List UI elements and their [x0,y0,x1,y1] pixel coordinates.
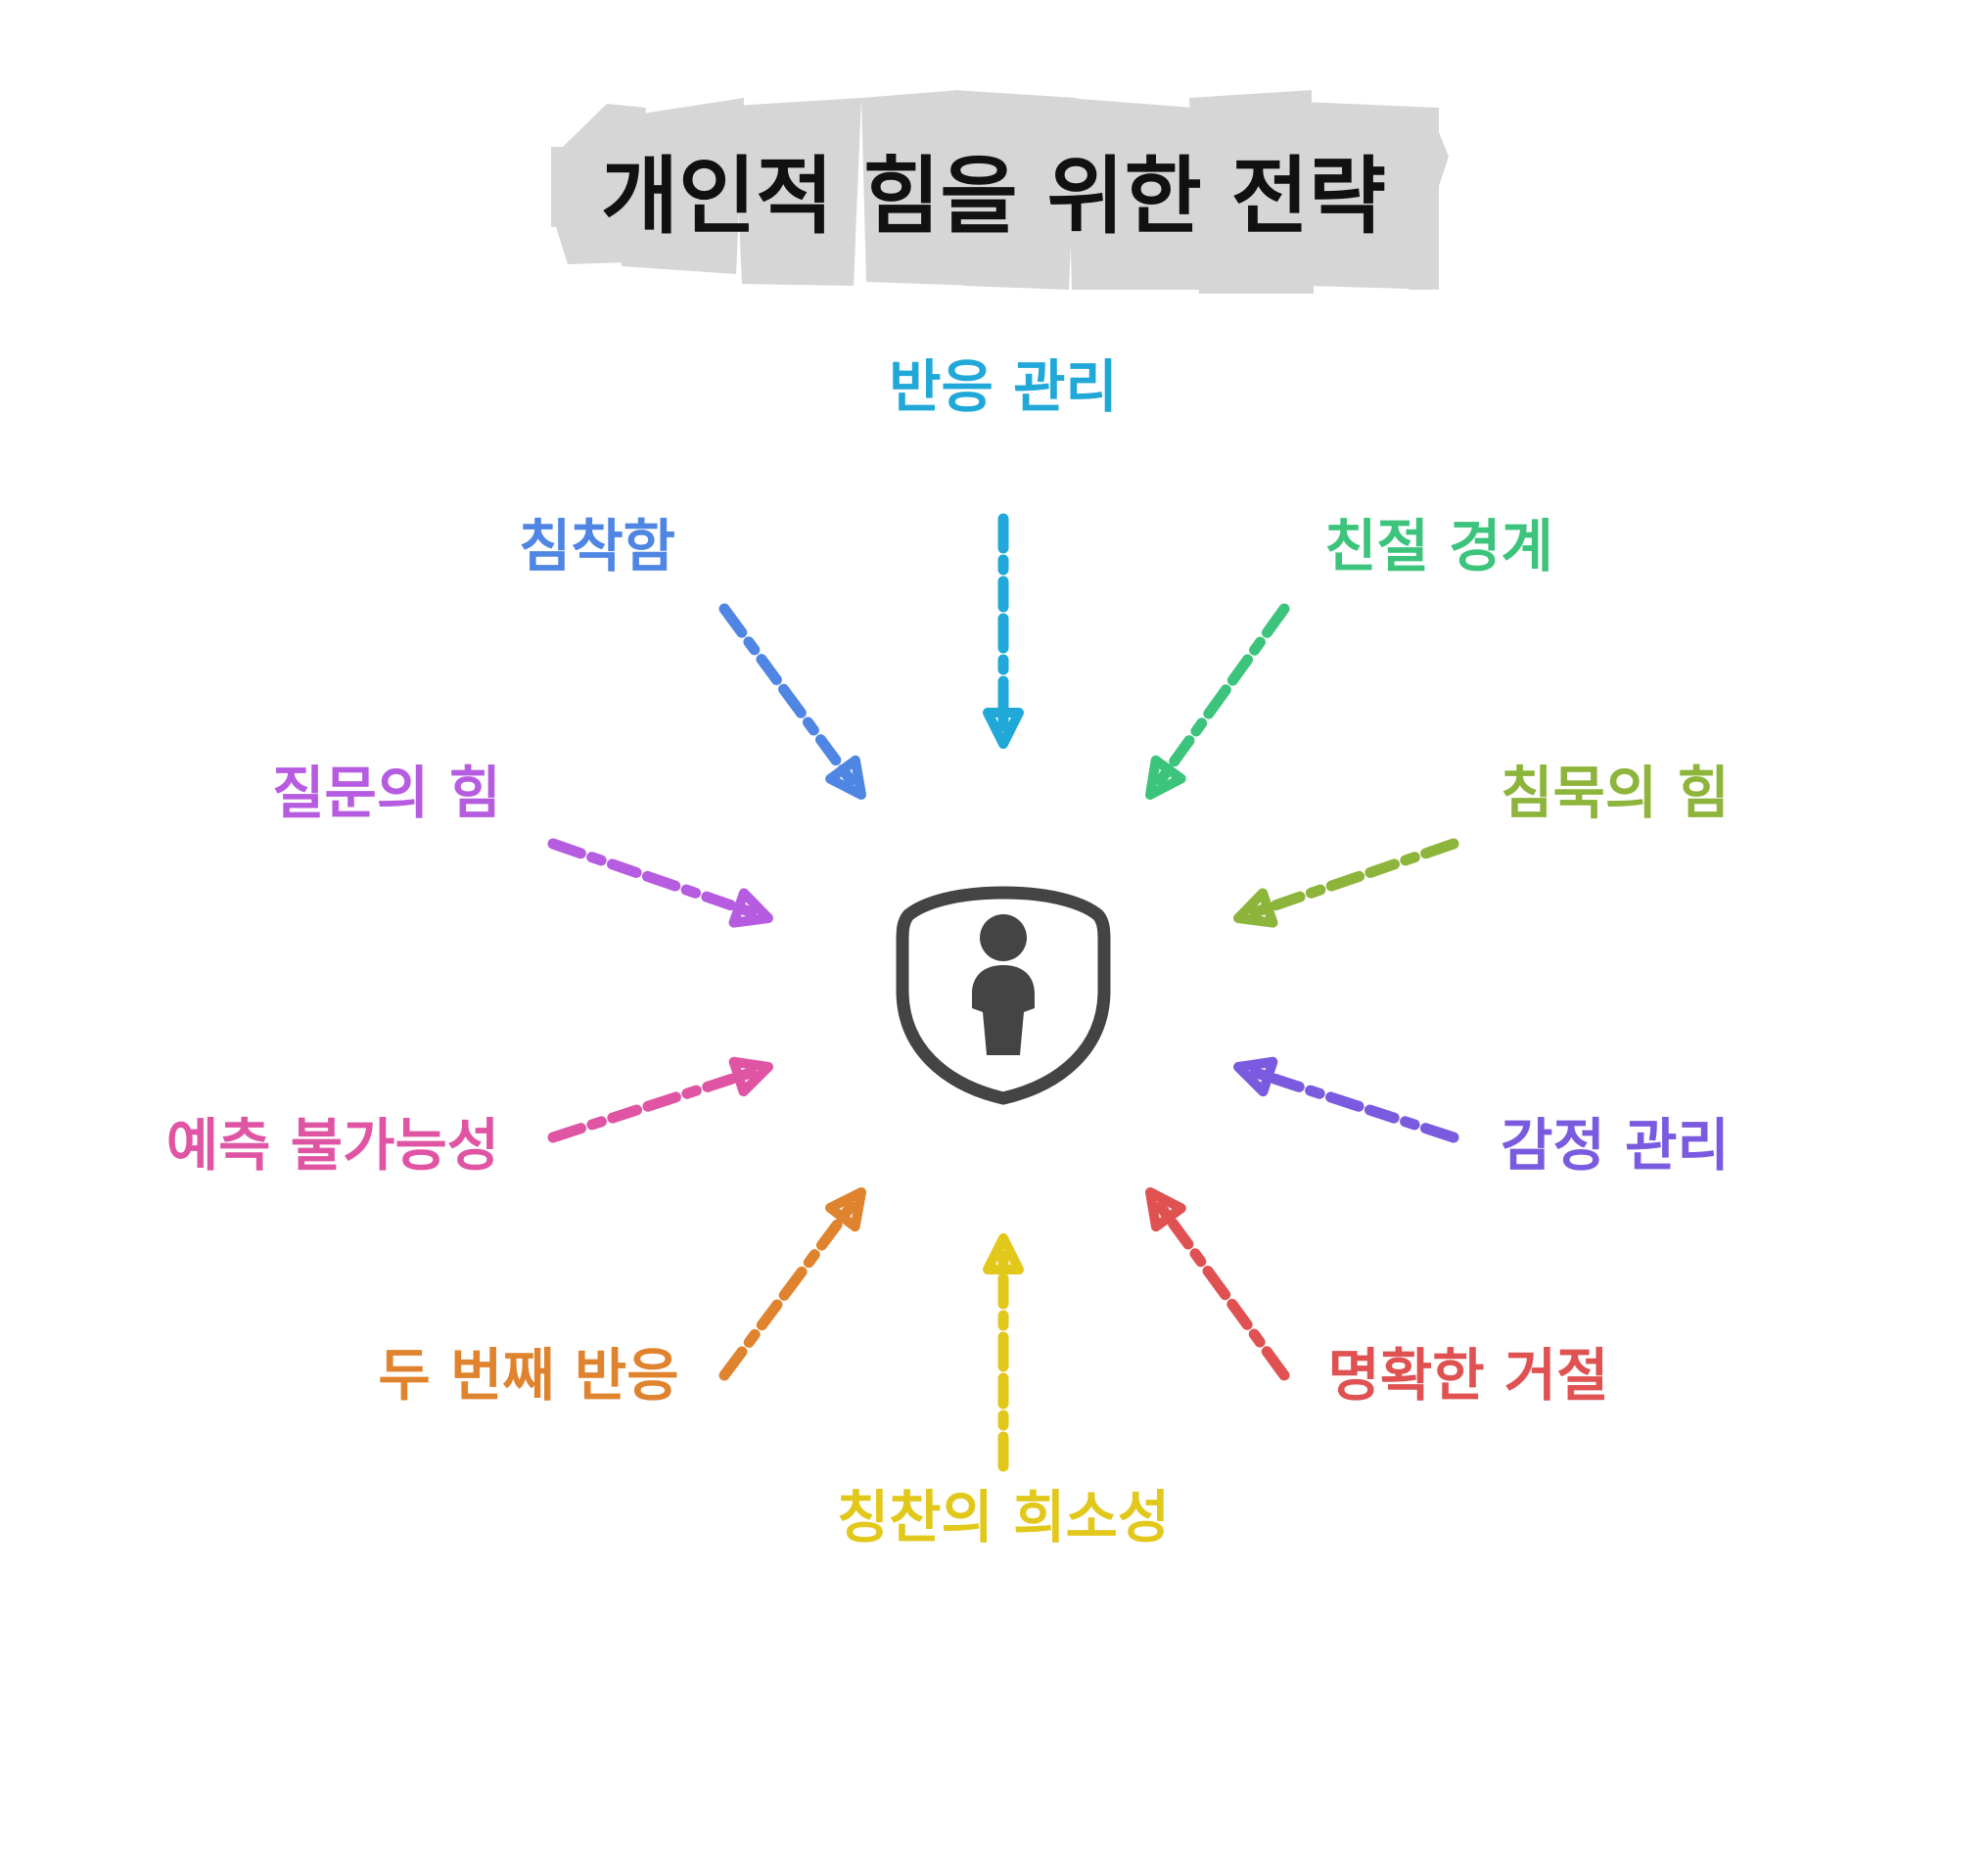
title-group: 개인적 힘을 위한 전략 [551,90,1449,294]
arrow-head-reaction-management [983,708,1024,749]
arrow-power-of-questions [547,838,773,928]
label-friendly-boundary: 친절 경계 [1324,513,1553,579]
arrow-shaft-power-of-questions [547,838,758,918]
arrow-shaft-friendly-boundary [1155,603,1290,786]
arrow-scarcity-of-praise [983,1233,1024,1472]
arrow-head-clear-refusal [1145,1187,1186,1232]
arrow-shaft-clear-refusal [1155,1201,1290,1381]
arrow-friendly-boundary [1145,603,1290,800]
arrow-shaft-second-reaction [718,1200,856,1381]
title-highlight [551,90,1449,294]
label-unpredictability: 예측 불가능성 [166,1112,499,1179]
arrow-head-second-reaction [825,1187,866,1232]
label-reaction-management: 반응 관리 [889,353,1118,420]
arrow-reaction-management [983,513,1024,749]
arrows-group [547,513,1459,1472]
label-scarcity-of-praise: 칭찬의 희소성 [837,1484,1170,1550]
label-second-reaction: 두 번째 반응 [378,1342,678,1409]
arrow-power-of-silence [1233,838,1459,928]
label-clear-refusal: 명확한 거절 [1328,1342,1609,1409]
arrow-shaft-unpredictability [547,1067,758,1143]
arrow-shaft-composure [718,603,856,787]
arrow-unpredictability [547,1056,773,1143]
diagram-title: 개인적 힘을 위한 전략 [601,148,1386,246]
arrow-head-composure [825,755,866,800]
arrow-shaft-power-of-silence [1249,838,1459,918]
arrow-shaft-emotion-management [1249,1067,1459,1143]
label-composure: 침착함 [519,513,675,579]
arrow-clear-refusal [1145,1187,1290,1381]
arrow-composure [718,603,866,800]
arrow-head-unpredictability [728,1056,773,1097]
arrow-head-friendly-boundary [1145,755,1186,800]
label-power-of-silence: 침묵의 힘 [1501,760,1730,826]
arrow-head-emotion-management [1233,1056,1278,1097]
arrow-head-power-of-questions [728,888,773,928]
label-emotion-management: 감정 관리 [1501,1112,1730,1179]
arrow-second-reaction [718,1187,866,1381]
arrow-head-scarcity-of-praise [983,1233,1024,1274]
label-power-of-questions: 질문의 힘 [272,760,501,826]
arrow-emotion-management [1233,1056,1459,1143]
shield-person-icon [896,886,1111,1105]
labels-group: 반응 관리 친절 경계 침묵의 힘 감정 관리 명확한 거절 칭찬의 희소성 두… [166,353,1730,1550]
arrow-head-power-of-silence [1233,888,1278,928]
